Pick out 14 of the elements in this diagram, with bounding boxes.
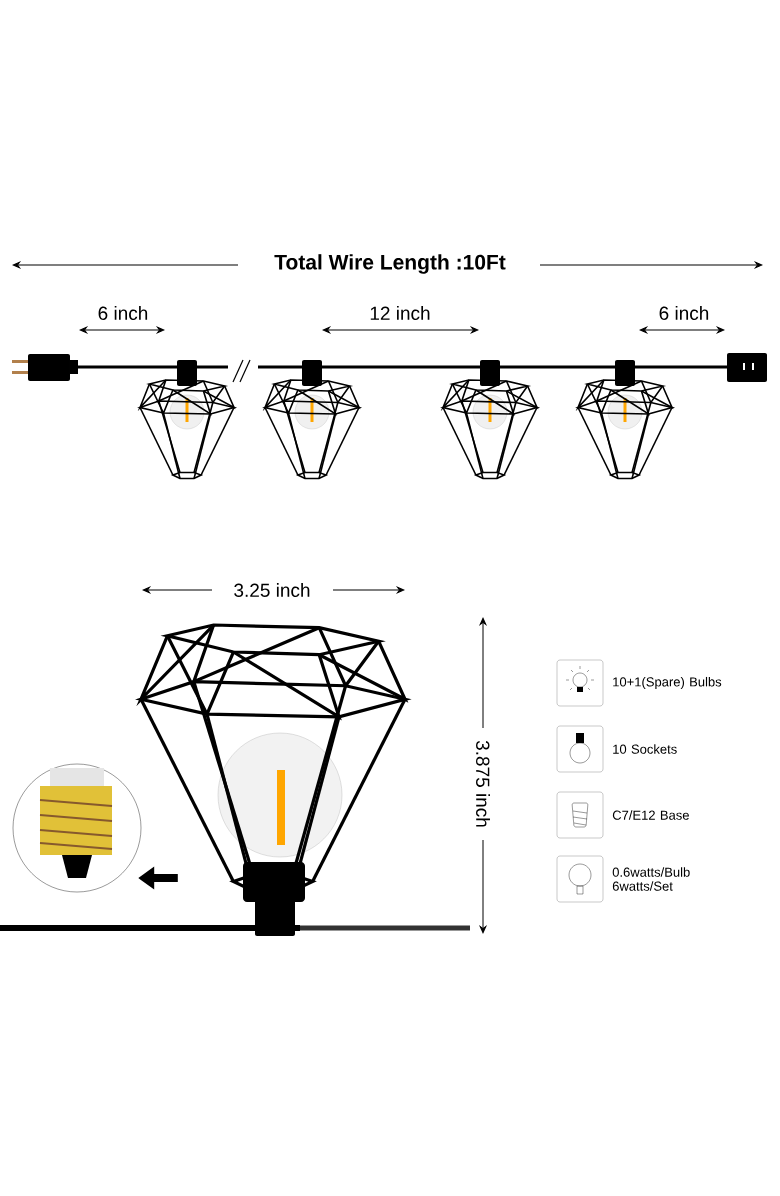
- spec-text: 10 Sockets: [613, 744, 677, 754]
- dimension-label: 6 inch: [98, 306, 148, 320]
- bulb-outline-icon: [556, 855, 604, 903]
- socket-icon: [556, 725, 604, 773]
- bulb-icon: [556, 659, 604, 707]
- bulb-base-icon: [556, 791, 604, 839]
- spec-text: C7/E12 Base: [612, 810, 689, 820]
- dimension-label: 3.25 inch: [234, 583, 310, 597]
- dimension-label: 6 inch: [659, 306, 709, 320]
- spec-text: 0.6watts/Bulb 6watts/Set: [612, 867, 690, 891]
- dimension-label: 12 inch: [370, 306, 430, 320]
- spec-text: 10+1(Spare) Bulbs: [613, 676, 722, 690]
- lamp-drawing: [0, 623, 470, 936]
- dimension-label: Total Wire Length :10Ft: [274, 254, 506, 274]
